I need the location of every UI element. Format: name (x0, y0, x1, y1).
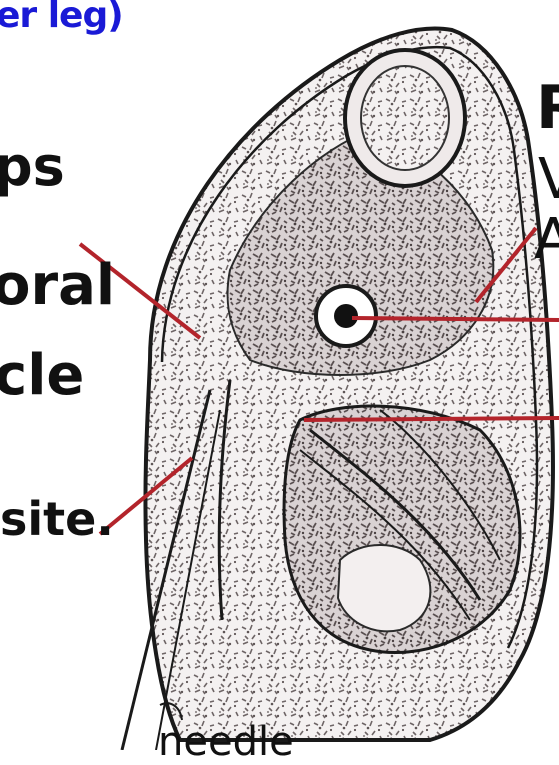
label-site: site. (0, 496, 114, 542)
femoral-vessel (316, 286, 376, 346)
pointer-line-vessel (352, 318, 559, 320)
label-needle: needle (158, 722, 294, 762)
posterior-muscle-groups (284, 406, 520, 652)
label-right-v: V (538, 152, 559, 208)
label-cle: cle (0, 348, 84, 404)
label-oral: oral (0, 258, 115, 314)
caption-text: er leg) (0, 0, 123, 34)
pointer-line-lower (304, 418, 559, 420)
label-right-r: R (536, 78, 559, 138)
label-right-a: A (534, 212, 559, 268)
femur-bone (345, 50, 465, 186)
label-ps: ps (0, 140, 65, 194)
